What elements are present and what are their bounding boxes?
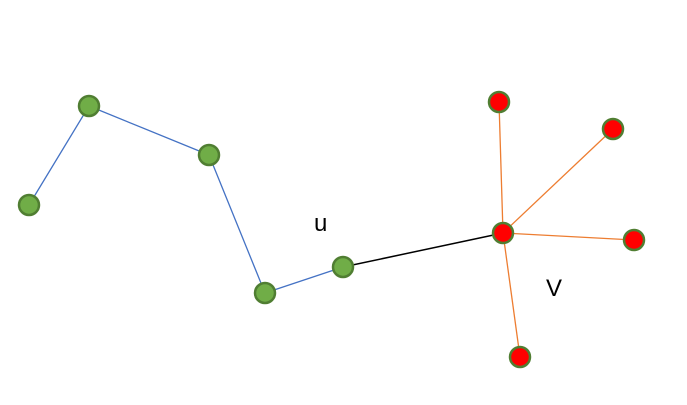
edges-layer (28, 101, 635, 358)
edge-g2-g3 (88, 105, 210, 156)
node-v (491, 221, 515, 245)
edge-u-v (342, 232, 504, 268)
edge-g1-g2 (28, 105, 90, 206)
edge-v-r1 (498, 101, 504, 234)
nodes-layer (17, 90, 646, 369)
node-r2 (601, 117, 625, 141)
edge-g4-u (264, 266, 344, 294)
edge-v-r2 (502, 128, 614, 234)
node-g3 (197, 143, 221, 167)
edge-g3-g4 (208, 154, 266, 294)
label-u: u (314, 210, 327, 237)
node-g4 (253, 281, 277, 305)
node-r4 (508, 345, 532, 369)
edge-v-r3 (502, 232, 635, 241)
label-v: V (546, 275, 562, 302)
node-g2 (77, 94, 101, 118)
node-r3 (622, 228, 646, 252)
node-u (331, 255, 355, 279)
edge-v-r4 (502, 232, 521, 358)
node-r1 (487, 90, 511, 114)
node-g1 (17, 193, 41, 217)
